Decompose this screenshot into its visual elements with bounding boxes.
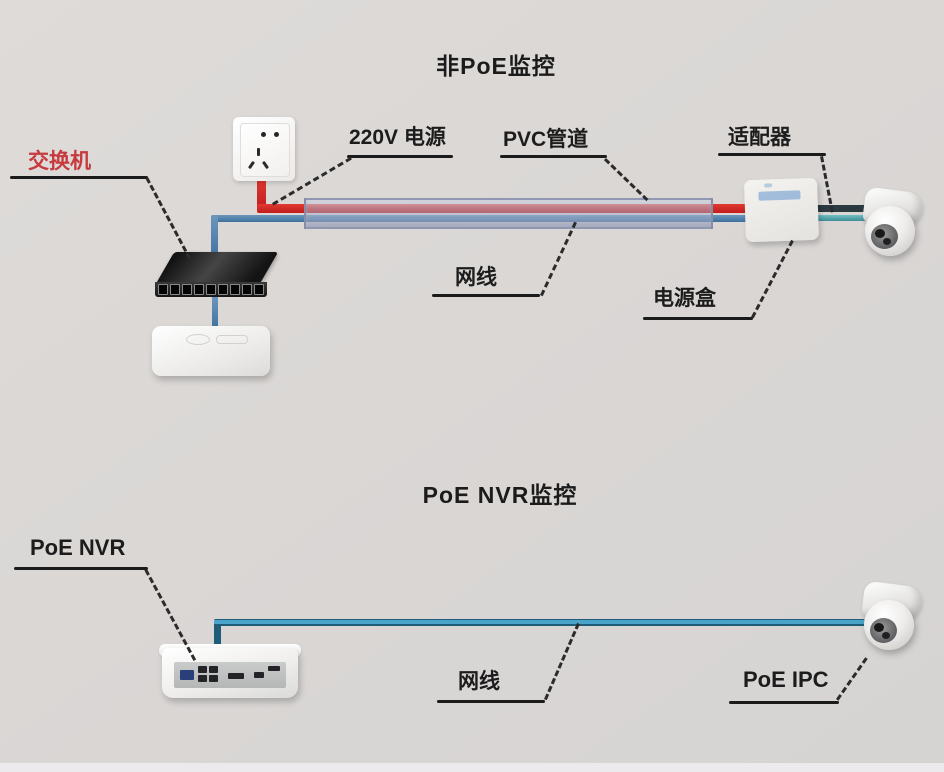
camera-lan-cable: [815, 215, 867, 221]
outlet-pin-hole: [274, 132, 279, 137]
label-network-cable-top-underline: [432, 294, 540, 297]
bottom-diagram-title: PoE NVR监控: [422, 482, 578, 508]
network-switch-device: [153, 252, 279, 300]
power-box-logo: [758, 190, 801, 201]
pvc-pipe-left-cap: [304, 198, 306, 229]
label-adapter-underline: [718, 153, 826, 156]
label-network-cable-bottom-underline: [437, 700, 545, 703]
router-marking: [216, 335, 248, 344]
camera-ir-led: [882, 632, 890, 639]
router-device: [152, 326, 270, 376]
label-switch: 交换机: [28, 150, 91, 173]
nvr-usb-port: [268, 666, 280, 671]
label-poe-nvr: PoE NVR: [30, 535, 126, 560]
label-220v-underline: [347, 155, 453, 158]
ethernet-port: [230, 284, 240, 295]
label-power-box-underline: [643, 317, 753, 320]
nvr-usb-port: [254, 672, 264, 678]
ethernet-port: [218, 284, 228, 295]
label-switch-underline: [10, 176, 148, 179]
outlet-pin-hole: [261, 132, 266, 137]
ethernet-port: [242, 284, 252, 295]
label-poe-nvr-underline: [14, 567, 148, 570]
label-poe-ipc-leader-line: [836, 657, 868, 701]
label-network-cable-bottom: 网线: [458, 670, 500, 693]
label-network-cable-bottom-leader-line: [544, 622, 580, 701]
camera-lens-glass: [874, 623, 884, 632]
label-switch-leader-line: [145, 177, 192, 260]
dome-camera-top: [856, 186, 932, 262]
top-diagram-title: 非PoE监控: [436, 53, 556, 79]
nvr-poe-port: [198, 675, 207, 682]
label-poe-ipc: PoE IPC: [743, 667, 829, 692]
ethernet-port: [254, 284, 264, 295]
outlet-ground-slot: [257, 148, 260, 156]
poe-lan-cable-horizontal: [214, 619, 865, 626]
bottom-edge-strip: [0, 763, 944, 772]
label-pvc-underline: [500, 155, 607, 158]
lan-cable-drop-to-switch: [211, 215, 218, 263]
label-pvc-leader-line: [603, 158, 649, 202]
poe-ipc-camera: [855, 580, 931, 656]
lan-cable-switch-to-router: [212, 296, 218, 332]
nvr-lan-port: [180, 670, 194, 680]
camera-lens: [871, 224, 898, 249]
camera-ir-led: [883, 238, 891, 245]
label-adapter: 适配器: [728, 126, 791, 149]
switch-port-row: [155, 282, 267, 297]
nvr-poe-port: [209, 675, 218, 682]
label-network-cable-top-leader-line: [540, 221, 577, 297]
ethernet-port: [206, 284, 216, 295]
ethernet-port: [170, 284, 180, 295]
router-marking: [186, 334, 210, 345]
nvr-poe-port: [198, 666, 207, 673]
nvr-hdmi-port: [228, 673, 244, 679]
label-network-cable-top: 网线: [455, 266, 497, 289]
outlet-face: [240, 123, 290, 177]
pvc-pipe-right-cap: [711, 198, 713, 229]
wall-outlet: [233, 117, 295, 181]
power-cable-vertical: [257, 176, 266, 210]
label-pvc-pipe: PVC管道: [503, 128, 589, 151]
power-box-device: [743, 177, 820, 243]
camera-lens: [870, 618, 897, 643]
poe-nvr-device: [159, 644, 301, 704]
switch-top-face: [155, 252, 279, 284]
pvc-pipe: [305, 198, 713, 229]
ethernet-port: [158, 284, 168, 295]
camera-power-cable: [815, 205, 867, 212]
label-220v-power: 220V 电源: [349, 126, 446, 149]
ethernet-port: [194, 284, 204, 295]
power-box-logo-mark: [764, 183, 773, 188]
label-power-box: 电源盒: [653, 287, 716, 310]
label-poe-ipc-underline: [729, 701, 839, 704]
nvr-poe-port: [209, 666, 218, 673]
camera-lens-glass: [875, 229, 885, 238]
label-power-box-leader-line: [751, 239, 794, 319]
ethernet-port: [182, 284, 192, 295]
